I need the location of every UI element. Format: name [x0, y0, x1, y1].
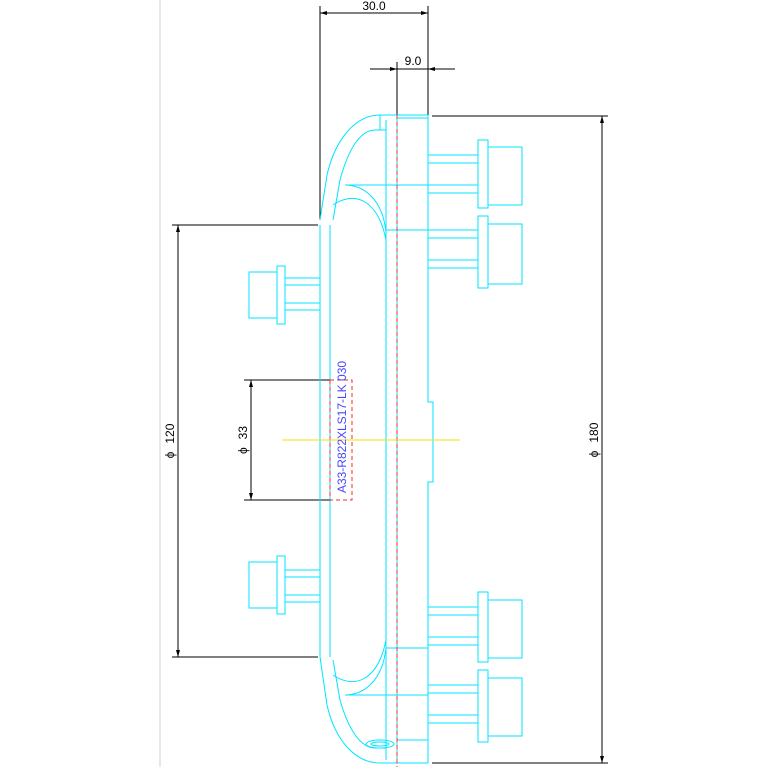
dimension-inner-width: 9.0 — [370, 54, 455, 115]
fitting-right-3 — [427, 591, 523, 663]
svg-text:ϕ180: ϕ 180 — [587, 422, 601, 457]
fitting-left-2 — [248, 555, 321, 615]
dimension-dia-120: ϕ 120 — [163, 224, 318, 658]
dia-symbol: ϕ — [587, 450, 601, 457]
part-number-label: A33-R822XLS17-LK 030 — [335, 361, 349, 493]
dimension-dia-180-text: 180 — [587, 422, 601, 442]
fitting-right-1 — [427, 139, 523, 209]
dimension-dia-33-text: 33 — [236, 426, 250, 440]
dimension-dia-180: ϕ 180 — [432, 115, 608, 764]
fitting-left-1 — [248, 265, 321, 325]
fitting-right-4 — [427, 669, 523, 743]
dimension-inner-width-text: 9.0 — [405, 54, 422, 68]
svg-text:ϕ33: ϕ 33 — [236, 426, 250, 454]
dia-symbol: ϕ — [163, 451, 177, 458]
dimension-dia-33: ϕ 33 — [236, 379, 330, 501]
fitting-right-2 — [427, 215, 523, 289]
dia-symbol: ϕ — [236, 447, 250, 454]
svg-text:ϕ120: ϕ 120 — [163, 423, 177, 458]
dimension-dia-120-text: 120 — [163, 423, 177, 443]
dimension-top-width-text: 30.0 — [362, 0, 386, 13]
dimension-top-width: 30.0 — [319, 0, 429, 220]
